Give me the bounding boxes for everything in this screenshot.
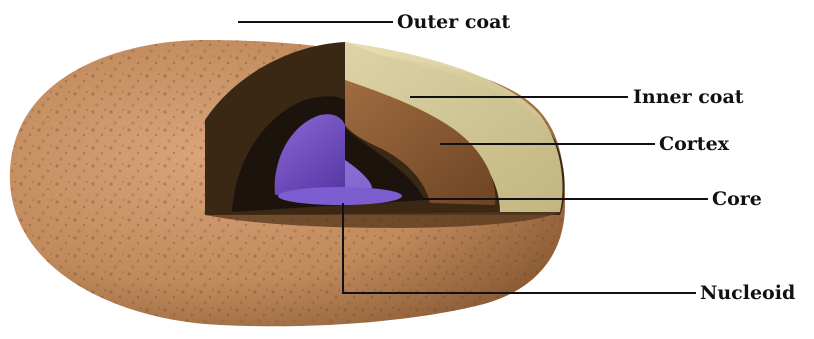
nucleoid-disc (278, 187, 402, 205)
label-core: Core (712, 188, 762, 210)
label-cortex: Cortex (659, 133, 729, 155)
label-nucleoid: Nucleoid (700, 282, 795, 304)
label-inner-coat: Inner coat (633, 86, 744, 108)
label-outer-coat: Outer coat (397, 11, 510, 33)
